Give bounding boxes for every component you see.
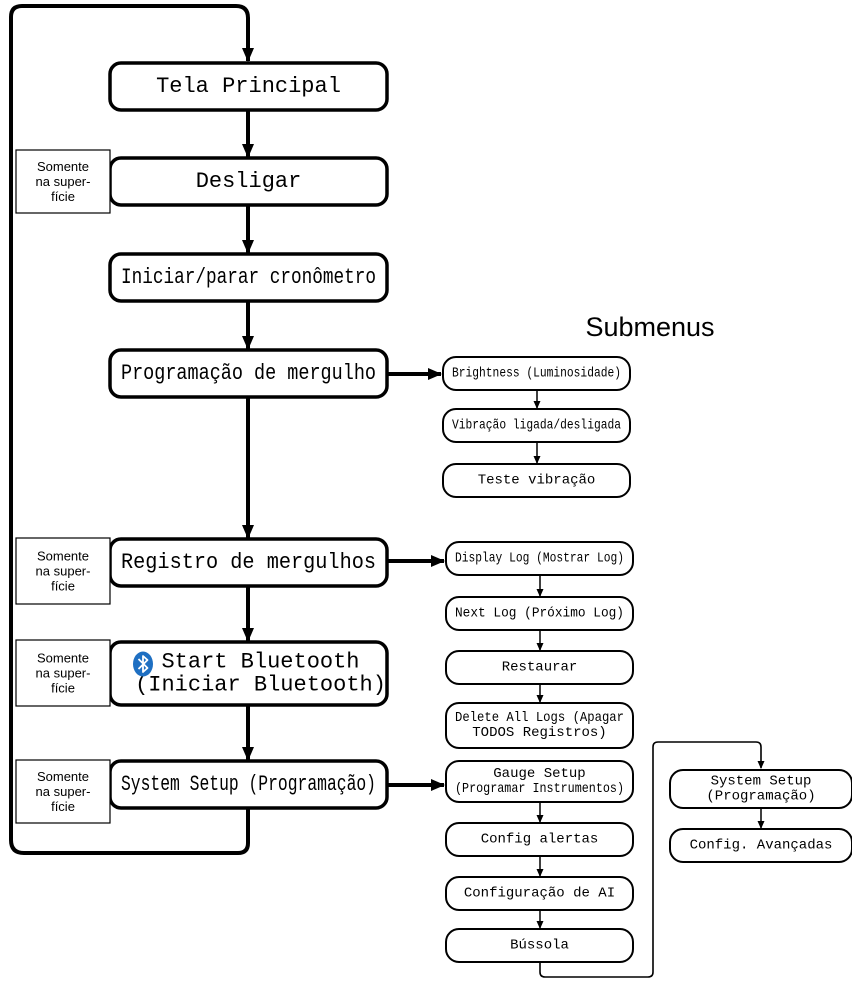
note-line: Somente [37, 769, 89, 784]
note-frame [15, 639, 111, 707]
menu-item-frame [445, 822, 634, 857]
menu-item-frame [108, 61, 389, 112]
menu-item-label: Iniciar/parar cronômetro [121, 265, 376, 290]
menu-item-system-setup-sub[interactable]: System Setup(Programação) [669, 769, 852, 809]
menu-item-frame [445, 702, 634, 749]
menu-item-frame [445, 650, 634, 685]
note-line: na super- [36, 784, 91, 799]
menu-item-label: Gauge Setup [493, 766, 585, 782]
menu-item-label: (Programar Instrumentos) [455, 781, 624, 797]
menu-item-frame [442, 356, 631, 391]
menu-item-config-avancadas[interactable]: Config. Avançadas [669, 828, 852, 863]
menu-item-label: Desligar [196, 169, 302, 194]
menu-item-label: System Setup (Programação) [121, 772, 376, 797]
menu-item-label: (Iniciar Bluetooth) [135, 673, 386, 698]
menu-item-system-setup[interactable]: System Setup (Programação) [108, 759, 389, 810]
menu-item-label: Restaurar [502, 660, 578, 676]
menu-item-frame [669, 828, 852, 863]
note-frame [15, 149, 111, 214]
menu-item-teste-vibracao[interactable]: Teste vibração [442, 463, 631, 498]
menu-item-desligar[interactable]: Desligar [108, 156, 389, 207]
note-line: Somente [37, 159, 89, 174]
menu-item-label: Config alertas [481, 832, 599, 848]
menu-item-label: Next Log (Próximo Log) [455, 606, 624, 622]
menu-item-label: (Programação) [706, 788, 815, 804]
menu-item-frame [445, 596, 634, 631]
menu-item-frame [442, 463, 631, 498]
note-line: fície [51, 189, 75, 204]
menu-item-config-alertas[interactable]: Config alertas [445, 822, 634, 857]
menu-item-label: TODOS Registros) [472, 725, 606, 741]
menu-item-vibracao[interactable]: Vibração ligada/desligada [442, 408, 631, 443]
menu-item-next-log[interactable]: Next Log (Próximo Log) [445, 596, 634, 631]
menu-item-brightness[interactable]: Brightness (Luminosidade) [442, 356, 631, 391]
menu-item-registro-de-mergulhos[interactable]: Registro de mergulhos [108, 537, 389, 588]
menu-item-frame [108, 348, 389, 399]
note-line: fície [51, 681, 75, 696]
menu-item-label: Registro de mergulhos [121, 550, 376, 575]
menu-item-iniciar-parar-cronometro[interactable]: Iniciar/parar cronômetro [108, 252, 389, 303]
menu-item-label: System Setup [711, 774, 812, 790]
submenus-heading: Submenus [585, 312, 714, 342]
menu-item-configuracao-de-ai[interactable]: Configuração de AI [445, 876, 634, 911]
menu-item-label: Configuração de AI [464, 886, 615, 902]
note-line: na super- [36, 666, 91, 681]
note-line: fície [51, 579, 75, 594]
menu-item-frame [442, 408, 631, 443]
menu-item-bussola[interactable]: Bússola [445, 928, 634, 963]
return-loop-line [9, 4, 254, 855]
note-frame [15, 759, 111, 824]
menu-item-start-bluetooth[interactable]: Start Bluetooth(Iniciar Bluetooth) [108, 640, 389, 707]
advanced-link-line [539, 741, 765, 978]
menu-item-label: Vibração ligada/desligada [452, 418, 621, 434]
menu-item-frame [445, 541, 634, 576]
note-frame [15, 537, 111, 605]
menu-item-frame [445, 760, 634, 803]
note-line: na super- [36, 564, 91, 579]
menu-item-frame [669, 769, 852, 809]
note-line: Somente [37, 651, 89, 666]
note-line: na super- [36, 174, 91, 189]
menu-item-label: Programação de mergulho [121, 361, 376, 386]
menu-item-label: Display Log (Mostrar Log) [455, 551, 624, 567]
menu-item-label: Start Bluetooth [161, 649, 359, 674]
menu-item-label: Teste vibração [478, 473, 596, 489]
menu-item-frame [445, 928, 634, 963]
note-line: Somente [37, 549, 89, 564]
menu-item-frame [108, 252, 389, 303]
menu-item-restaurar[interactable]: Restaurar [445, 650, 634, 685]
note-line: fície [51, 799, 75, 814]
menu-item-label: Tela Principal [156, 74, 341, 99]
connectors [9, 4, 765, 978]
menu-item-label: Brightness (Luminosidade) [452, 366, 621, 382]
menu-item-label: Bússola [510, 938, 569, 954]
menu-item-tela-principal[interactable]: Tela Principal [108, 61, 389, 112]
menu-item-display-log[interactable]: Display Log (Mostrar Log) [445, 541, 634, 576]
menu-item-gauge-setup[interactable]: Gauge Setup(Programar Instrumentos) [445, 760, 634, 803]
menu-item-programacao-de-mergulho[interactable]: Programação de mergulho [108, 348, 389, 399]
menu-item-label: Delete All Logs (Apagar [455, 710, 624, 726]
menu-item-label: Config. Avançadas [690, 838, 833, 854]
bluetooth-icon [133, 651, 153, 677]
menu-item-frame [445, 876, 634, 911]
